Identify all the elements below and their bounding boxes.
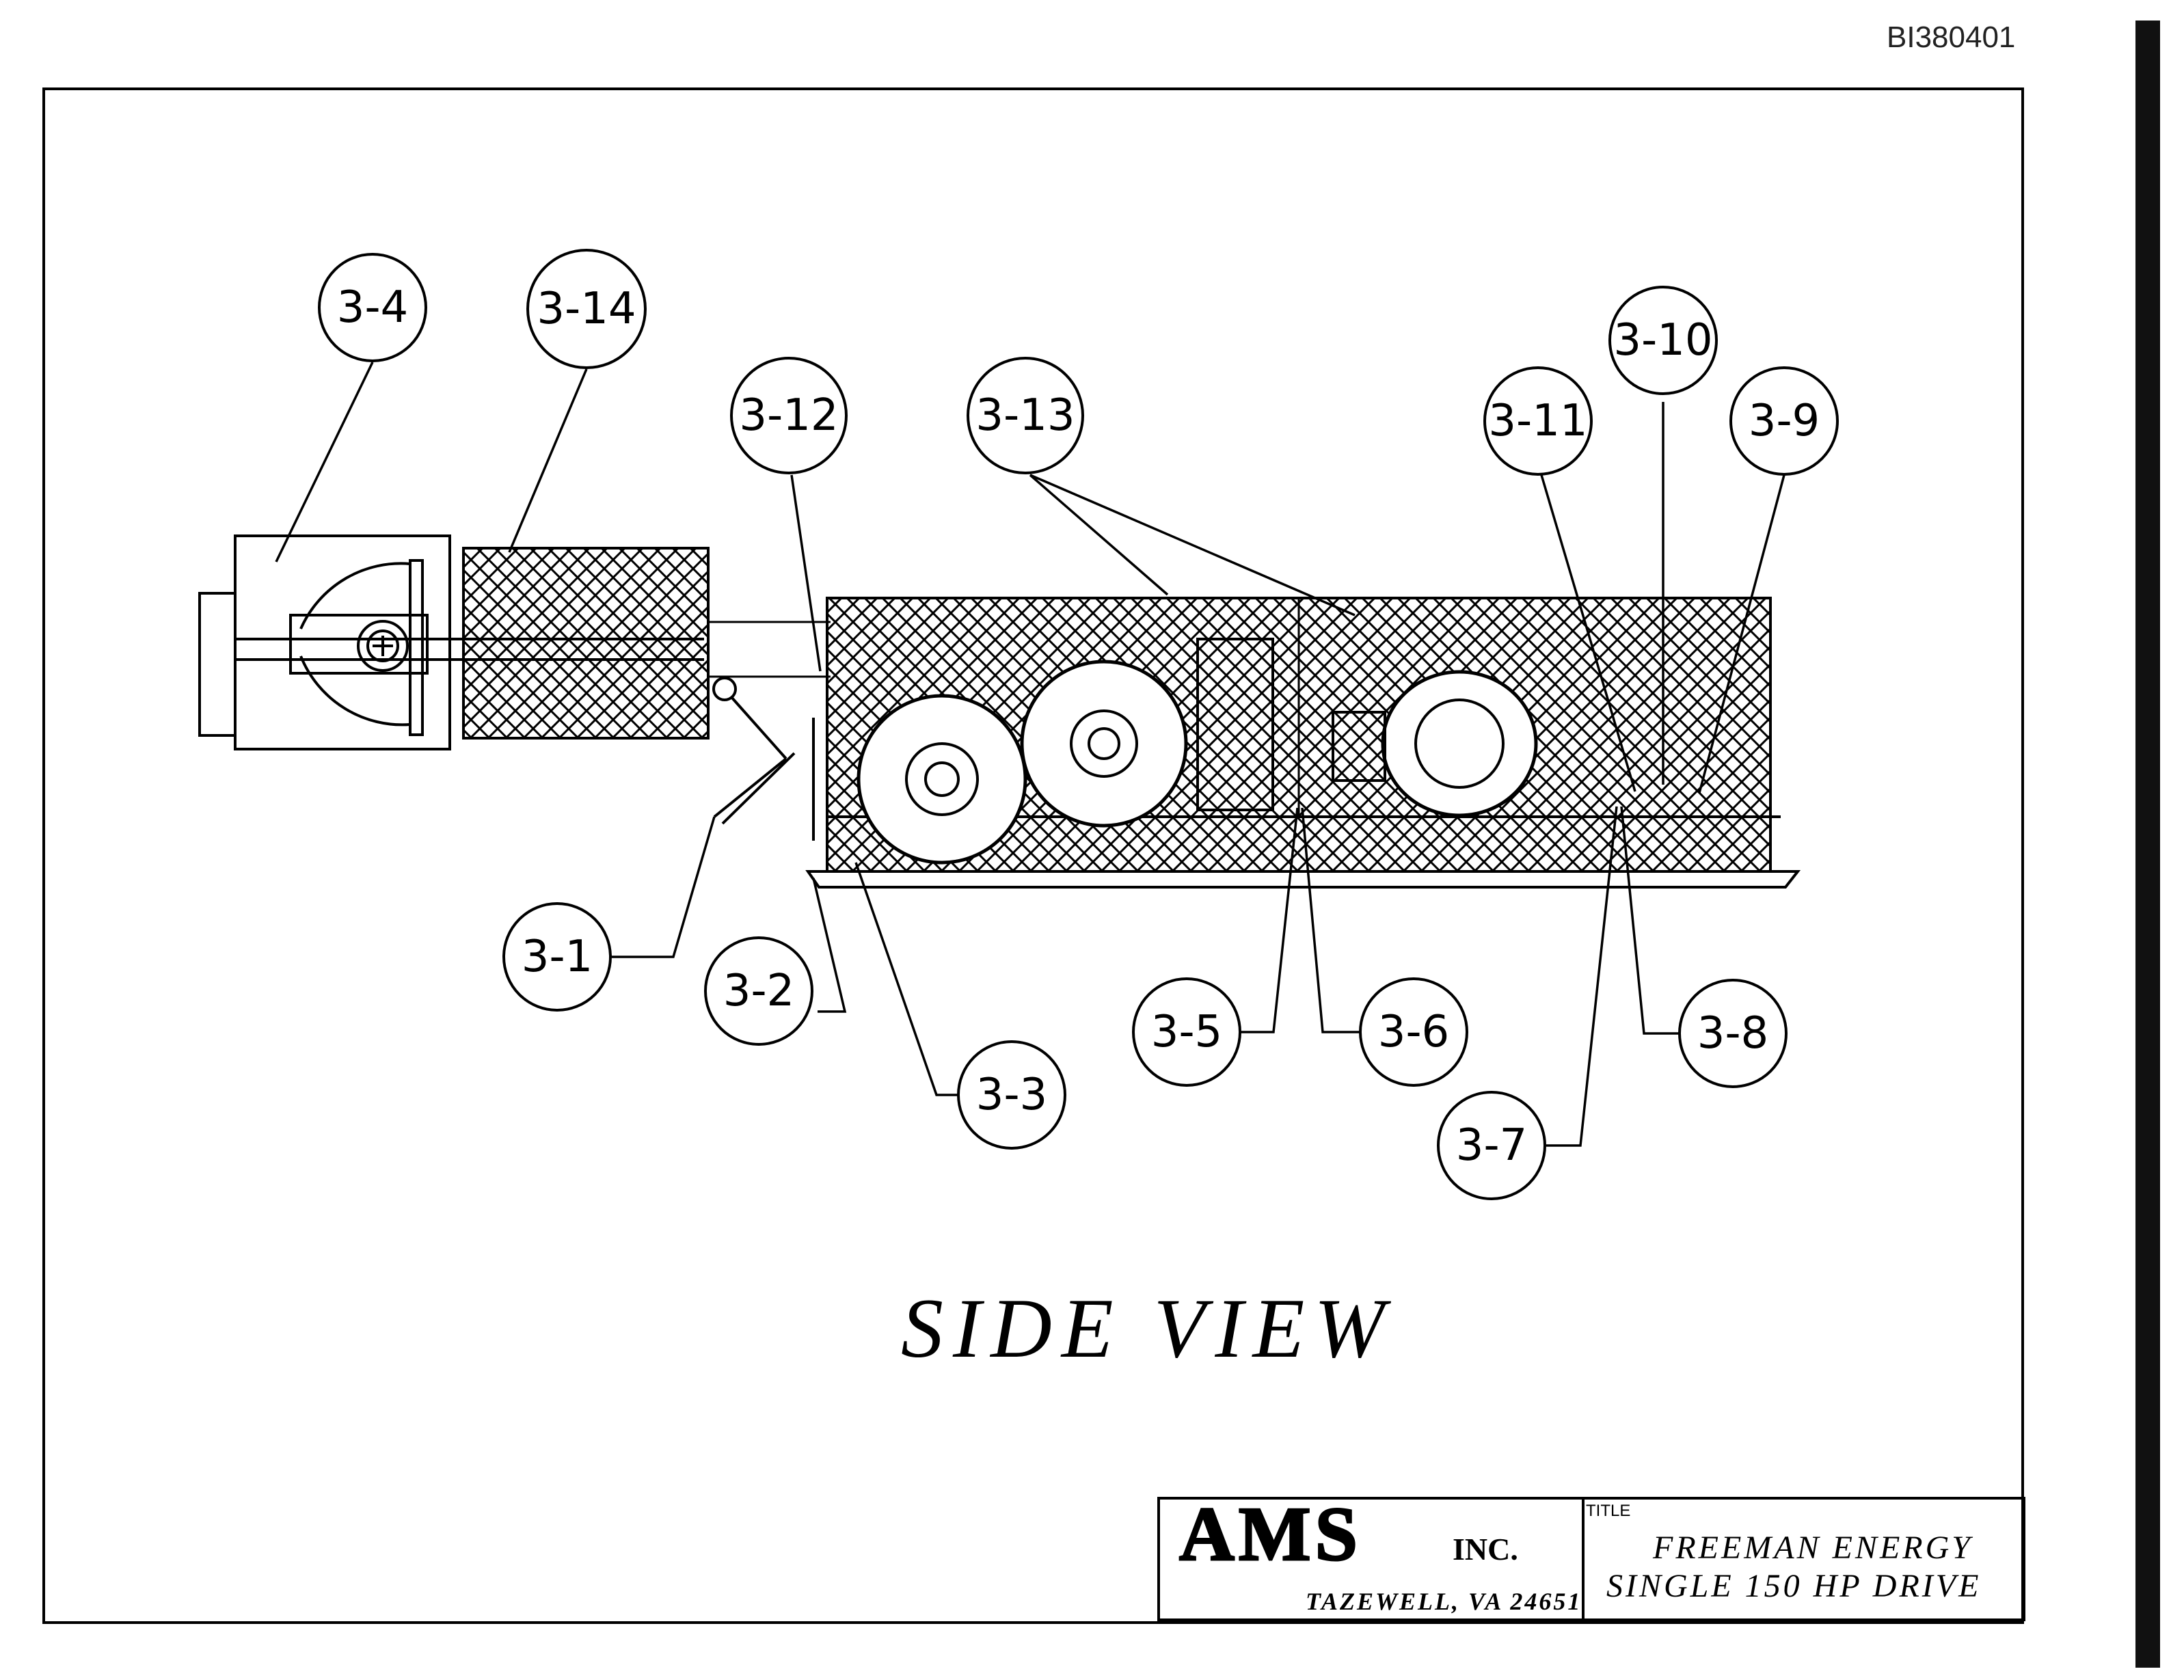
balloon-3-9: 3-9 (1729, 366, 1839, 476)
svg-text:3-13: 3-13 (975, 390, 1075, 441)
drawing-border (42, 87, 2024, 1624)
svg-text:3-14: 3-14 (537, 284, 636, 334)
title-block: AMS INC. TAZEWELL, VA 24651 TITLE FREEMA… (1157, 1491, 2025, 1621)
balloon-3-14: 3-14 (526, 249, 647, 369)
svg-text:3-6: 3-6 (1378, 1007, 1450, 1057)
company-address: TAZEWELL, VA 24651 (1306, 1588, 1582, 1615)
drive-motor (1332, 670, 1538, 817)
svg-text:3-12: 3-12 (739, 390, 838, 441)
balloon-3-6: 3-6 (1359, 977, 1468, 1087)
balloon-3-7: 3-7 (1437, 1091, 1546, 1200)
sheave-large (1020, 660, 1188, 828)
svg-text:3-3: 3-3 (976, 1070, 1048, 1120)
document-id: BI380401 (1887, 21, 2016, 54)
balloon-3-5: 3-5 (1132, 977, 1241, 1087)
gearbox (1196, 638, 1274, 811)
sheave-small (857, 694, 1027, 865)
svg-text:3-9: 3-9 (1749, 396, 1820, 446)
scan-edge-bar (2135, 21, 2160, 1668)
skid-base (805, 870, 1801, 889)
balloon-3-4: 3-4 (318, 253, 427, 362)
svg-text:3-2: 3-2 (723, 966, 795, 1016)
svg-text:3-7: 3-7 (1456, 1120, 1528, 1171)
balloon-3-8: 3-8 (1678, 979, 1788, 1088)
balloon-3-1: 3-1 (502, 902, 612, 1012)
svg-text:3-10: 3-10 (1613, 315, 1712, 366)
company-suffix: INC. (1453, 1532, 1518, 1567)
tie-rod (712, 677, 796, 825)
svg-text:3-1: 3-1 (522, 932, 593, 982)
leader-lines (275, 362, 1785, 1147)
balloon-3-2: 3-2 (704, 936, 813, 1046)
svg-text:3-11: 3-11 (1488, 396, 1587, 446)
title-line-1: FREEMAN ENERGY (1652, 1530, 1973, 1566)
coupling-guard (462, 547, 710, 740)
balloon-3-10: 3-10 (1608, 286, 1718, 395)
balloon-3-12: 3-12 (730, 357, 848, 474)
view-title: SIDE VIEW (901, 1282, 1394, 1375)
svg-text:3-8: 3-8 (1697, 1008, 1769, 1059)
balloon-3-3: 3-3 (957, 1040, 1066, 1150)
balloon-3-11: 3-11 (1483, 366, 1593, 476)
title-line-2: SINGLE 150 HP DRIVE (1606, 1568, 1981, 1604)
balloon-3-13: 3-13 (967, 357, 1084, 474)
title-label: TITLE (1586, 1502, 1630, 1520)
svg-text:3-4: 3-4 (337, 282, 409, 333)
svg-text:3-5: 3-5 (1151, 1007, 1223, 1057)
company-logo: AMS (1179, 1492, 1362, 1577)
